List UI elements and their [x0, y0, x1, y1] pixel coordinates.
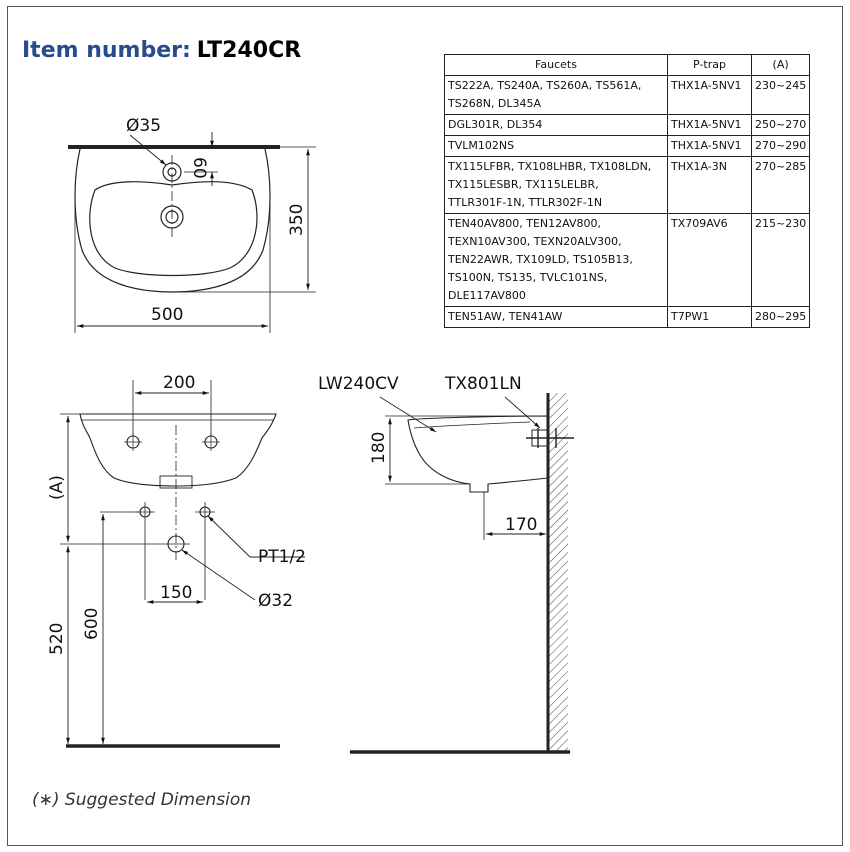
drain-leader [181, 549, 256, 601]
pt-label: PT1/2 [258, 547, 306, 567]
table-row: TEN51AW, TEN41AW T7PW1 280~295 [444, 306, 811, 328]
cell-faucets: TS222A, TS240A, TS260A, TS561A, TS268N, … [444, 75, 668, 115]
cell-range: 215~230 [750, 213, 811, 307]
cell-range: 270~285 [750, 156, 811, 214]
width-500-label: 500 [151, 305, 183, 325]
cell-ptrap: THX1A-5NV1 [667, 135, 752, 157]
cell-ptrap: THX1A-3N [667, 156, 752, 214]
depth-180-label: 180 [369, 432, 389, 464]
cell-ptrap: THX1A-5NV1 [667, 114, 752, 136]
basin-side-inner [413, 421, 531, 429]
front-view [60, 380, 305, 748]
drain-diameter-label: Ø32 [258, 591, 293, 611]
trap-model-leader [504, 396, 541, 429]
cell-faucets: TX115LFBR, TX108LHBR, TX108LDN, TX115LES… [444, 156, 668, 214]
basin-model-leader [379, 396, 437, 433]
cell-ptrap: TX709AV6 [667, 213, 752, 307]
height-600-label: 600 [82, 608, 102, 640]
table-row: TX115LFBR, TX108LHBR, TX108LDN, TX115LES… [444, 156, 811, 214]
cell-range: 280~295 [750, 306, 811, 328]
table-row: DGL301R, DL354 THX1A-5NV1 250~270 [444, 114, 811, 136]
wall-hatch [548, 393, 568, 753]
basin-front-outline [79, 413, 277, 487]
bowl-outline [89, 181, 258, 277]
cell-ptrap: T7PW1 [667, 306, 752, 328]
pt-leader [207, 515, 251, 558]
height-520-label: 520 [47, 623, 67, 655]
compatibility-table: Faucets P-trap (A) TS222A, TS240A, TS260… [444, 54, 811, 328]
spacing-150-label: 150 [160, 583, 192, 603]
cell-ptrap: THX1A-5NV1 [667, 75, 752, 115]
hole-leader [129, 134, 167, 166]
item-number-value: LT240CR [196, 38, 302, 63]
top-view [68, 132, 316, 333]
table-row: TS222A, TS240A, TS260A, TS561A, TS268N, … [444, 75, 811, 115]
cell-range: 230~245 [750, 75, 811, 115]
trap-model-label: TX801LN [444, 374, 522, 394]
basin-outline [74, 148, 271, 293]
hole-diameter-label: Ø35 [126, 116, 161, 136]
a-dimension-label: (A) [47, 475, 67, 500]
offset-170-label: 170 [505, 515, 537, 535]
footnote-symbol: (∗) [32, 790, 60, 810]
cell-faucets: DGL301R, DL354 [444, 114, 668, 136]
table-row: TEN40AV800, TEN12AV800, TEXN10AV300, TEX… [444, 213, 811, 307]
offset-60-label: 60 [189, 157, 209, 179]
footnote-text: Suggested Dimension [64, 790, 252, 810]
footnote: (∗) Suggested Dimension [32, 790, 251, 810]
cell-faucets: TEN40AV800, TEN12AV800, TEXN10AV300, TEX… [444, 213, 668, 307]
cell-faucets: TEN51AW, TEN41AW [444, 306, 668, 328]
side-view [350, 393, 574, 754]
item-number-label: Item number: [22, 38, 191, 63]
depth-350-label: 350 [287, 204, 307, 236]
cell-range: 270~290 [750, 135, 811, 157]
item-number-title: Item number:LT240CR [22, 38, 301, 63]
basin-model-label: LW240CV [318, 374, 399, 394]
spacing-200-label: 200 [163, 373, 195, 393]
drawing-frame [7, 6, 843, 846]
basin-side-outline [407, 415, 549, 493]
